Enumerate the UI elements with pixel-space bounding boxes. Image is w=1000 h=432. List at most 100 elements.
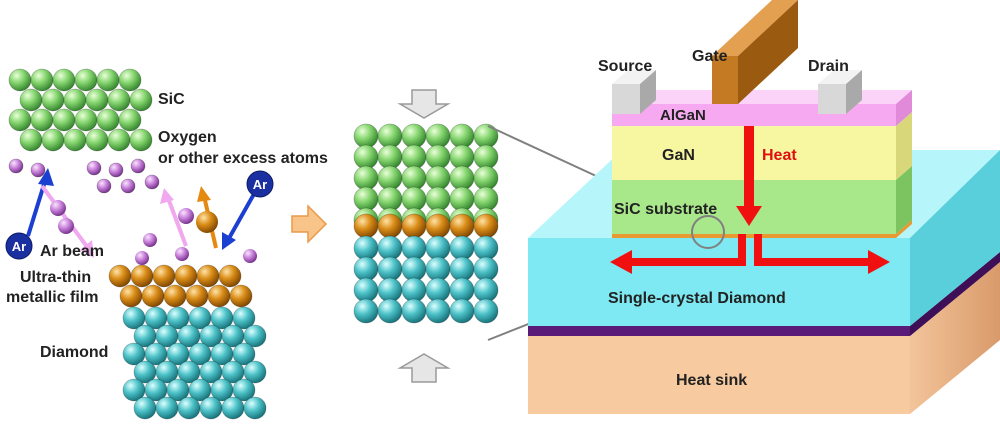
sic-atom (41, 128, 65, 152)
diamond-atom (425, 235, 451, 261)
diamond-atom (401, 256, 427, 282)
diamond-atom (353, 277, 379, 303)
oxygen-atom (130, 158, 146, 174)
sic-atom (52, 108, 76, 132)
sic-atom (96, 68, 120, 92)
sic-label: SiC (158, 91, 185, 108)
metallic-film-label: metallic film (6, 289, 98, 306)
ar-atom-right: Ar (246, 170, 274, 198)
sic-atom (353, 123, 379, 149)
surface-oxygen-atom (243, 249, 257, 263)
sic-atom (473, 123, 499, 149)
sic-atom (8, 108, 32, 132)
excess-atoms-label: or other excess atoms (158, 150, 328, 167)
sic-atom (118, 108, 142, 132)
sic-atom (449, 144, 475, 170)
ejected-oxygen-atom (178, 208, 194, 224)
diamond-atom (353, 256, 379, 282)
diamond-atom (473, 256, 499, 282)
sic-atom (41, 88, 65, 112)
sic-atom (107, 128, 131, 152)
sic-atom-lattice-left (8, 68, 153, 152)
sic-atom (353, 165, 379, 191)
diamond-atom (243, 324, 267, 348)
surface-oxygen-atom (135, 251, 149, 265)
metal-atom (108, 264, 132, 288)
sic-atom (377, 144, 403, 170)
metal-atom (141, 284, 165, 308)
metal-atom (401, 213, 427, 239)
oxygen-atom (8, 158, 24, 174)
diamond-atom (243, 396, 267, 420)
diamond-atom (425, 256, 451, 282)
sic-atom (52, 68, 76, 92)
metal-atom (229, 284, 253, 308)
sic-atom (129, 128, 153, 152)
sic-atom (19, 128, 43, 152)
svg-text:Ar: Ar (253, 177, 267, 192)
sic-atom (129, 88, 153, 112)
sic-atom (19, 88, 43, 112)
sic-atom (425, 123, 451, 149)
press-arrow-top (397, 89, 451, 119)
diamond-atom (449, 277, 475, 303)
metal-atom (163, 284, 187, 308)
sic-atom (85, 128, 109, 152)
sic-atom-lattice-bonded (353, 123, 499, 233)
diamond-atom (401, 235, 427, 261)
sic-atom (30, 108, 54, 132)
diamond-atom (449, 298, 475, 324)
diamond-atom (221, 396, 245, 420)
diamond-atom (473, 235, 499, 261)
diamond-atom (199, 396, 223, 420)
sic-atom (377, 123, 403, 149)
metal-atom (473, 213, 499, 239)
oxygen-atom (86, 160, 102, 176)
source-label: Source (598, 58, 652, 75)
diamond-atom (232, 342, 256, 366)
diamond-atom (425, 277, 451, 303)
diamond-atom (377, 235, 403, 261)
oxygen-atom (120, 178, 136, 194)
oxygen-atom (108, 162, 124, 178)
oxygen-atom (30, 162, 46, 178)
ejected-oxygen-atom (58, 218, 74, 234)
sic-atom (449, 165, 475, 191)
ejected-atom-arrow-right (160, 188, 188, 247)
sic-atom (473, 144, 499, 170)
sic-atom (449, 123, 475, 149)
algan-label: AlGaN (660, 107, 706, 124)
algan-layer (612, 90, 912, 126)
metal-atom (130, 264, 154, 288)
oxygen-atoms-left (8, 158, 160, 194)
metal-film-atoms-left (108, 264, 253, 308)
sic-atom (401, 144, 427, 170)
sic-atom (107, 88, 131, 112)
metal-atom (353, 213, 379, 239)
bond-film-layer (528, 252, 1000, 336)
heat-spread-arrow-left (610, 234, 746, 274)
metal-atom (207, 284, 231, 308)
svg-text:Ar: Ar (12, 239, 26, 254)
surface-oxygen-atom (143, 233, 157, 247)
drain-electrode (818, 70, 862, 114)
ultra-thin-label: Ultra-thin (20, 269, 91, 286)
sic-atom (377, 186, 403, 212)
diamond-atom (449, 256, 475, 282)
process-arrow (291, 204, 328, 244)
sic-atom (425, 186, 451, 212)
sic-atom (118, 68, 142, 92)
sic-atom (30, 68, 54, 92)
diamond-atom (243, 360, 267, 384)
diamond-label: Diamond (40, 344, 108, 361)
heat-arrow-down (736, 126, 762, 226)
sic-atom (353, 144, 379, 170)
heat-sink-block (528, 262, 1000, 414)
metal-atom (185, 284, 209, 308)
oxygen-atom (96, 178, 112, 194)
metal-atom (174, 264, 198, 288)
sic-atom (401, 123, 427, 149)
heat-spread-arrow-right (754, 234, 890, 274)
sic-atom (74, 68, 98, 92)
source-electrode (612, 70, 656, 114)
